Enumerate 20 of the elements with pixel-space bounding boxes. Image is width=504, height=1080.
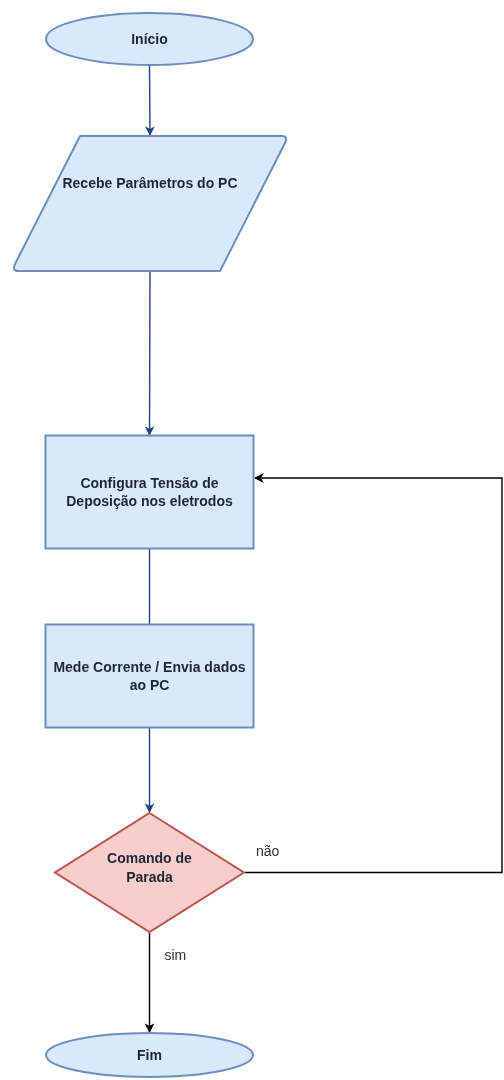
arrow xyxy=(144,727,155,813)
arrow xyxy=(145,65,155,136)
process-box xyxy=(45,435,254,549)
process-box xyxy=(45,624,254,728)
arrow xyxy=(244,473,503,874)
input-parallelogram xyxy=(12,135,288,272)
decision-diamond xyxy=(54,812,245,933)
node-label: Mede Corrente / Envia dados ao PC xyxy=(53,657,246,695)
terminal-ellipse xyxy=(45,1032,254,1078)
arrow xyxy=(144,271,155,436)
edge-label: não xyxy=(255,842,281,859)
node-label: Configura Tensão de Deposição nos eletrodos xyxy=(65,473,234,511)
edge-label: sim xyxy=(163,947,188,963)
node-label: Comando de Parada xyxy=(106,849,193,886)
connector-line xyxy=(148,548,151,625)
arrow xyxy=(144,932,155,1033)
terminal-ellipse xyxy=(45,12,254,66)
node-label: Fim xyxy=(137,1045,162,1065)
node-label: Recebe Parâmetros do PC xyxy=(62,174,238,193)
node-label: Início xyxy=(131,29,168,49)
